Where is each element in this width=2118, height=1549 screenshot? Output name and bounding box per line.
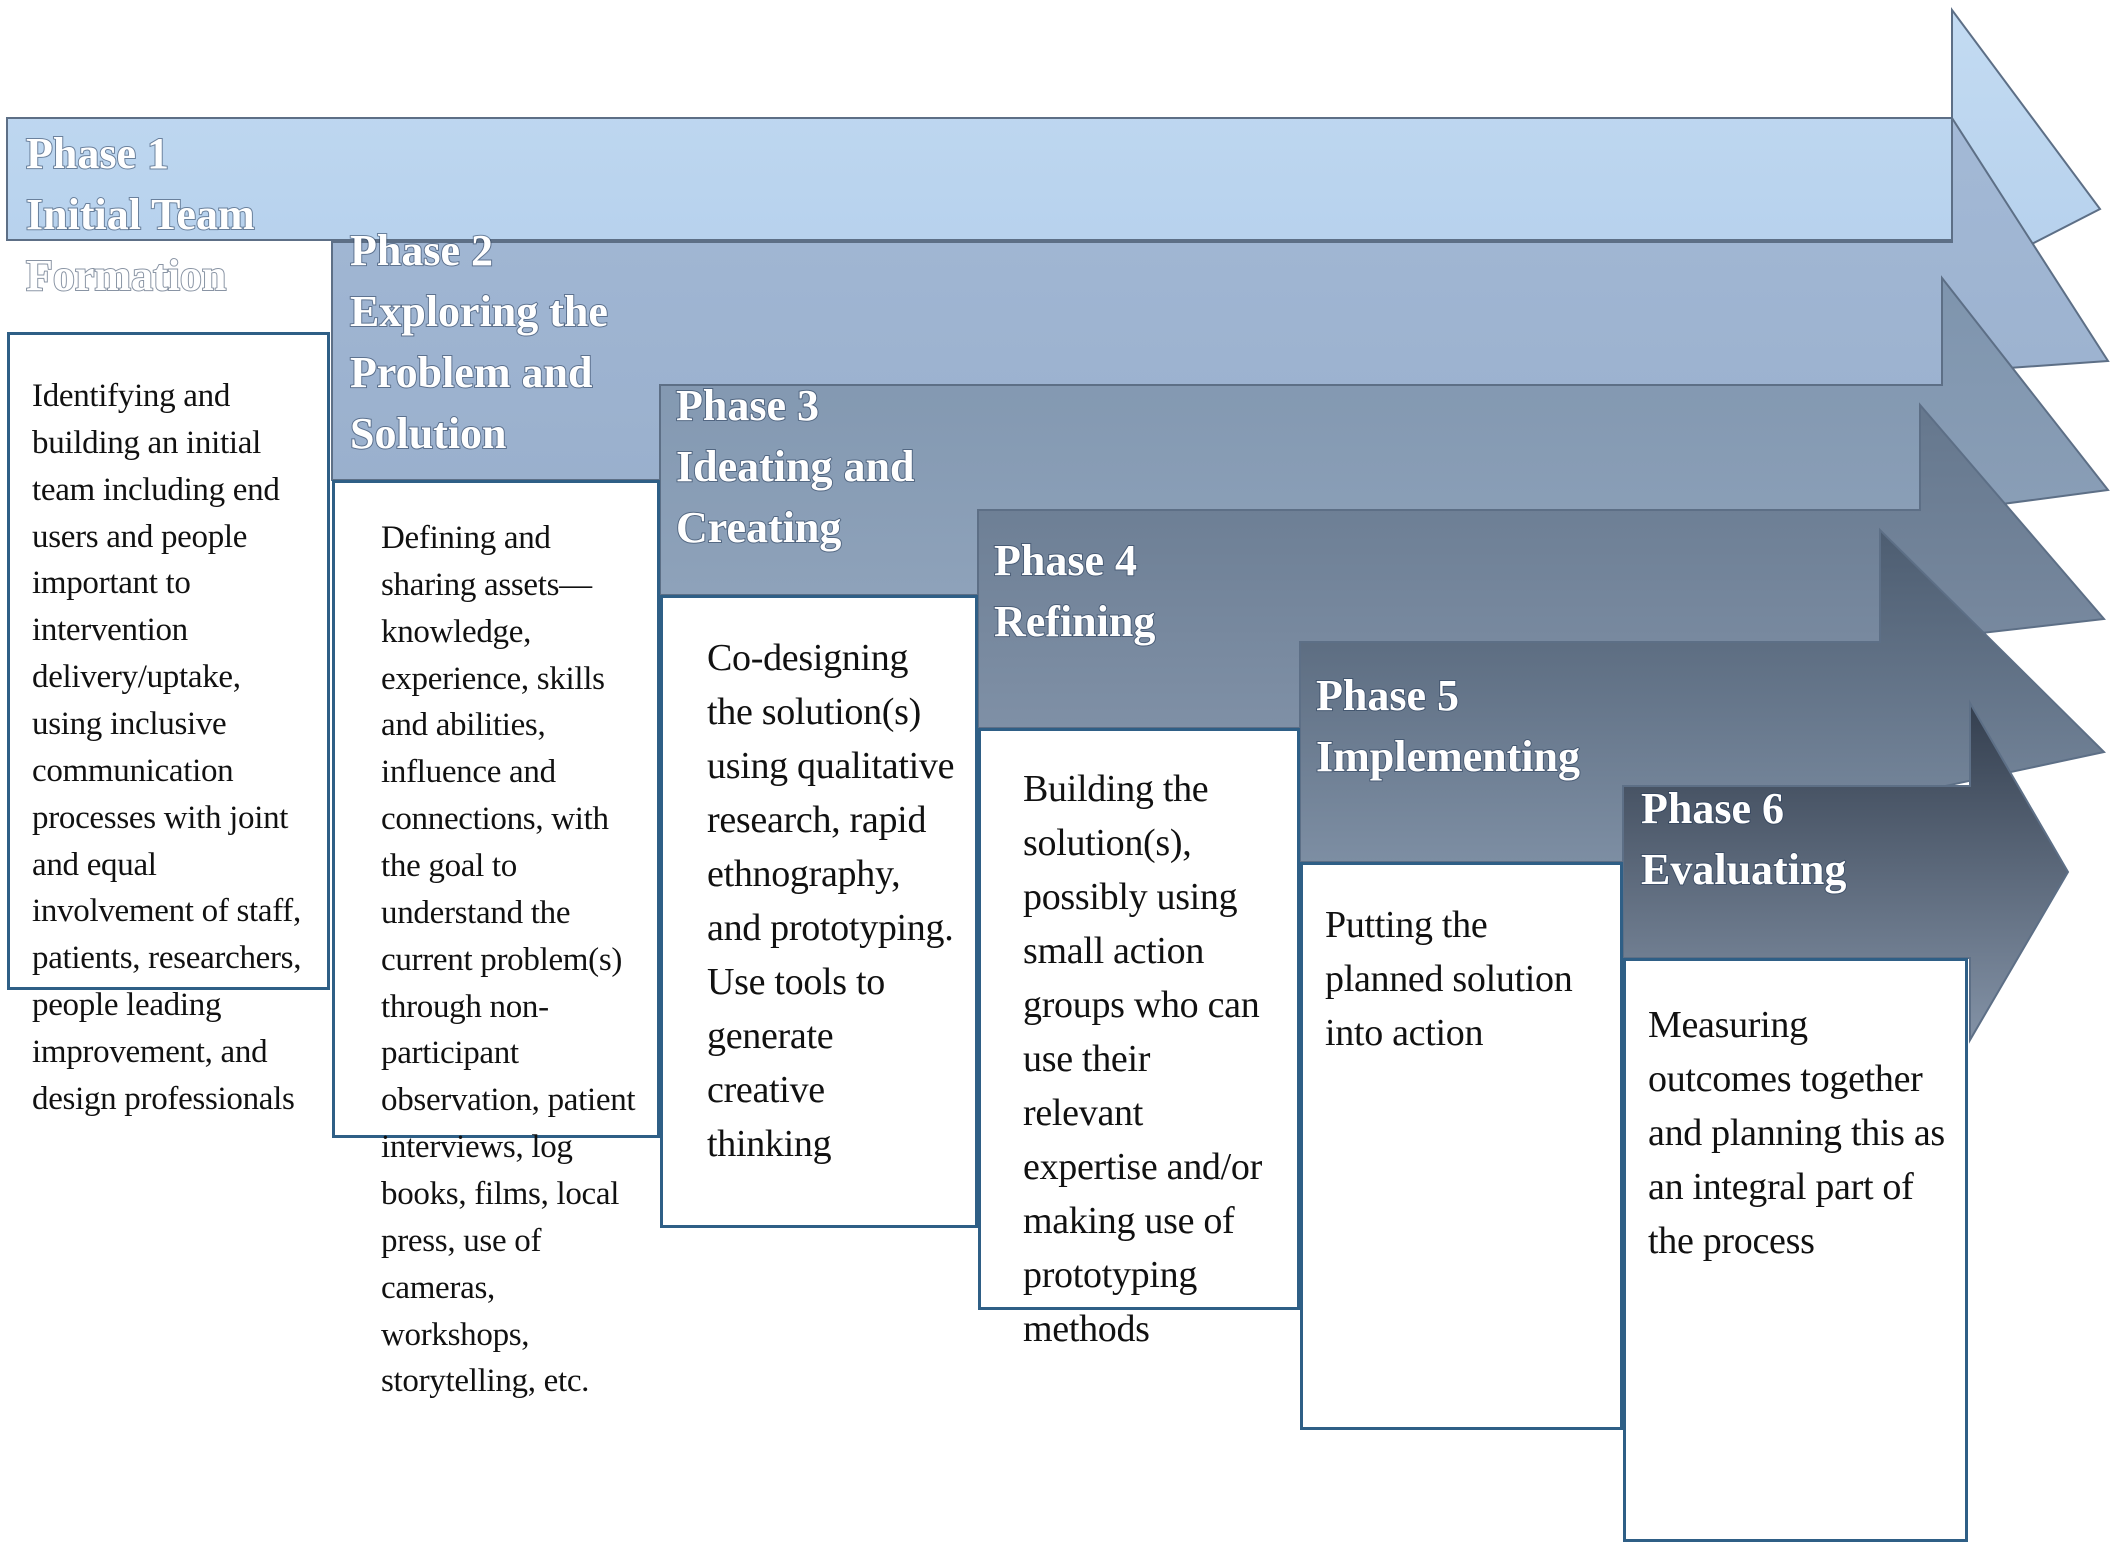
phase-5-description-box: Putting the planned solution into action	[1300, 862, 1623, 1430]
phase-title-line: Creating	[676, 503, 841, 552]
phase-title-line: Exploring the	[350, 287, 608, 336]
phase-title-line: Refining	[994, 597, 1155, 646]
phase-label: Phase 1	[26, 129, 169, 178]
phase-6-title: Phase 6 Evaluating	[1641, 784, 1846, 894]
phase-4-title: Phase 4 Refining	[994, 536, 1155, 646]
phase-1-description-box: Identifying and building an initial team…	[7, 332, 330, 1117]
phase-2-description: Defining and sharing assets—knowledge, e…	[381, 520, 636, 1400]
arrows-layer	[6, 6, 2110, 1044]
phase-title-line: Problem and	[350, 348, 592, 397]
phase-1-description: Identifying and building an initial team…	[32, 378, 302, 1117]
phase-5-description: Putting the planned solution into action	[1325, 904, 1573, 1054]
phase-label: Phase 4	[994, 536, 1137, 585]
phase-6-description-box: Measuring outcomes together and planning…	[1623, 958, 1968, 1542]
phase-3-description-box: Co-designing the solution(s) using quali…	[660, 595, 978, 1228]
phase-title-line: Formation	[26, 251, 226, 300]
phase-label: Phase 2	[350, 226, 493, 275]
phase-title-line: Ideating and	[676, 442, 914, 491]
phase-title-line: Implementing	[1316, 732, 1580, 781]
phase-title-line: Evaluating	[1641, 845, 1846, 894]
phase-6-description: Measuring outcomes together and planning…	[1648, 1004, 1945, 1262]
phase-label: Phase 3	[676, 381, 819, 430]
phase-title-line: Solution	[350, 409, 507, 458]
phase-2-description-box: Defining and sharing assets—knowledge, e…	[332, 480, 660, 1399]
phase-3-description: Co-designing the solution(s) using quali…	[707, 637, 955, 1165]
phase-5-title: Phase 5 Implementing	[1316, 671, 1580, 781]
phase-4-description: Building the solution(s), possibly using…	[1023, 768, 1262, 1350]
phase-title-line: Initial Team	[26, 190, 255, 239]
phase-label: Phase 6	[1641, 784, 1784, 833]
phase-label: Phase 5	[1316, 671, 1459, 720]
phase-4-description-box: Building the solution(s), possibly using…	[978, 728, 1300, 1350]
